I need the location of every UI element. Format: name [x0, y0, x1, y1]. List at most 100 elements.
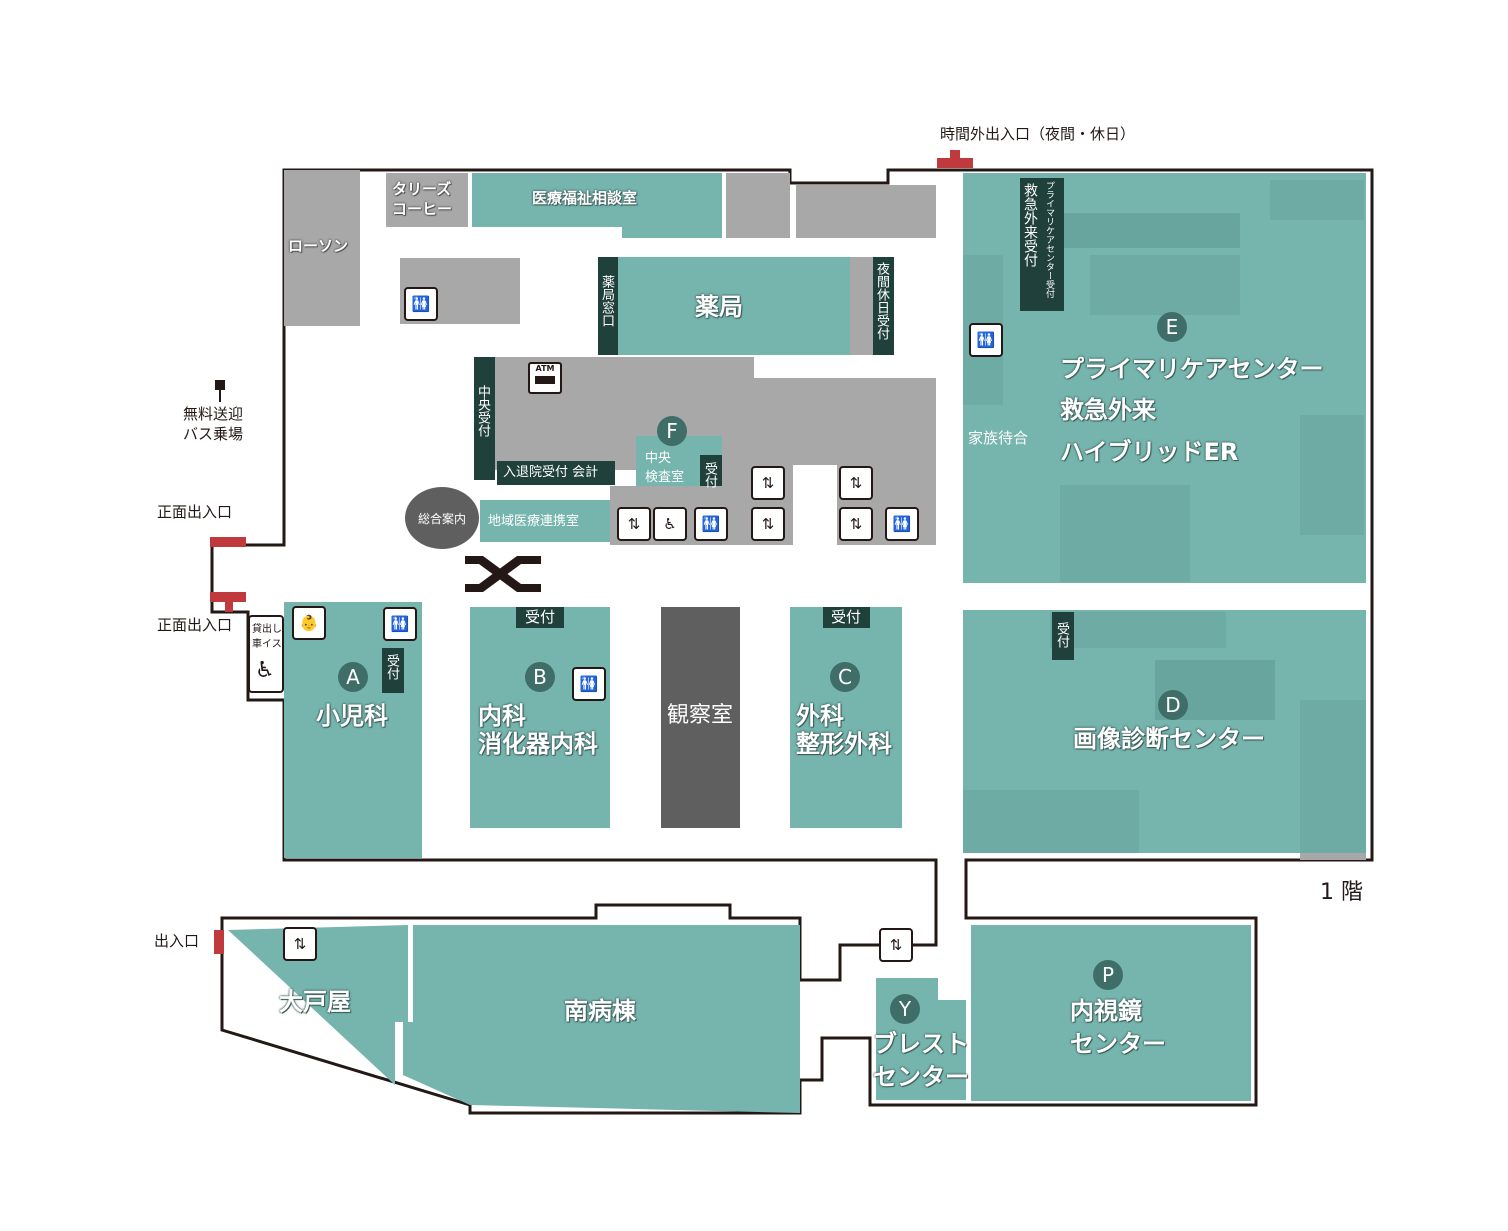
elevator-icon: ⇅: [839, 507, 873, 541]
zone-d-name: 画像診断センター: [1073, 725, 1265, 753]
restroom-icon: 🚻: [383, 607, 417, 641]
welfare-consult-label: 医療福祉相談室: [532, 189, 638, 207]
emergency-tag: [1020, 178, 1064, 311]
wheelchair-rental-box: [248, 615, 284, 693]
main-entrance-label-2: 正面出入口: [157, 616, 233, 634]
floor-label: 1 階: [1320, 880, 1363, 905]
family-waiting-label: 家族待合: [968, 429, 1029, 447]
info-desk-label: 総合案内: [417, 511, 466, 526]
zone-b-name-2: 消化器内科: [478, 730, 598, 758]
zone-y-name-2: センター: [873, 1063, 969, 1091]
lab-reception-label: 受付: [702, 462, 717, 488]
night-holiday-tag: [873, 257, 894, 355]
zone-a-name: 小児科: [316, 702, 388, 730]
zone-c-name-2: 整形外科: [796, 730, 892, 758]
observation-label: 観察室: [667, 703, 734, 728]
baby-icon: 👶: [292, 606, 326, 640]
restroom-icon: 🚻: [572, 667, 606, 701]
observation-area: [661, 607, 740, 828]
bus-stop-icon: [215, 380, 225, 390]
oedoya-area: [228, 925, 408, 1085]
wheelchair-icon: ♿: [653, 507, 687, 541]
zone-c-reception-label: 受付: [831, 608, 862, 626]
service-room-2: [796, 185, 936, 238]
zone-e-name-2: 救急外来: [1060, 396, 1156, 424]
south-ward-area: [403, 925, 800, 1113]
service-room-1: [726, 173, 790, 238]
zone-d-reception-label: 受付: [1054, 622, 1069, 648]
zone-y-name-1: ブレスト: [873, 1030, 969, 1058]
elevator-icon: ⇅: [283, 927, 317, 961]
zone-p-name-2: センター: [1070, 1030, 1166, 1058]
zone-e-badge: E: [1157, 312, 1187, 342]
regional-liaison-label: 地域医療連携室: [488, 514, 580, 529]
zone-b-badge: B: [525, 662, 555, 692]
atm-icon[interactable]: ATM: [528, 362, 562, 394]
elevator-icon: ⇅: [617, 507, 651, 541]
pharmacy-label: 薬局: [695, 293, 743, 321]
restroom-icon: 🚻: [404, 287, 438, 321]
zone-y-badge: Y: [890, 994, 920, 1024]
welfare-consult-area-ext: [622, 220, 722, 238]
zone-b-reception-label: 受付: [525, 608, 556, 626]
zone-f-badge: F: [657, 416, 687, 446]
night-holiday-label: 夜間休日受付: [874, 262, 889, 340]
elevator-icon: ⇅: [751, 466, 785, 500]
zone-a-area: [284, 602, 422, 858]
zone-c-name-1: 外科: [796, 702, 844, 730]
regional-liaison-area: [480, 500, 610, 542]
elevator-icon: ⇅: [879, 928, 913, 962]
zone-e-name-1: プライマリケアセンター: [1060, 355, 1324, 383]
tullys-label-2: コーヒー: [392, 200, 453, 218]
zone-y-area: [876, 1000, 966, 1100]
zone-e-name-3: ハイブリッドER: [1060, 438, 1239, 466]
restroom-icon: 🚻: [885, 507, 919, 541]
wheelchair-rental-label-2: 車イス: [252, 639, 282, 650]
south-entrance-label: 出入口: [154, 932, 200, 950]
welfare-consult-area: [472, 173, 722, 227]
admission-tag: [497, 461, 615, 485]
bus-stop-label-2: バス乗場: [183, 425, 244, 443]
after-hours-entrance-label: 時間外出入口（夜間・休日）: [940, 125, 1136, 143]
zone-c-area: [790, 607, 902, 828]
central-lab-label-1: 中央: [645, 451, 672, 466]
escalator-icon: [465, 556, 541, 592]
restroom-icon: 🚻: [694, 507, 728, 541]
zone-d-reception-tag: [1052, 612, 1074, 660]
tullys-area: [386, 173, 468, 227]
oedoya-label: 大戸屋: [279, 988, 351, 1016]
restroom-icon: 🚻: [969, 323, 1003, 357]
zone-a-badge: A: [338, 662, 368, 692]
pharmacy-area: [600, 257, 850, 355]
info-desk[interactable]: 総合案内: [405, 487, 479, 549]
pharmacy-window-label: 薬局窓口: [599, 275, 614, 327]
main-entrance-label-1: 正面出入口: [157, 503, 233, 521]
wheelchair-icon[interactable]: ♿: [255, 658, 275, 683]
south-entrance-marker: [214, 930, 224, 954]
lawson-area: [284, 170, 360, 326]
admission-label: 入退院受付 会計: [503, 465, 599, 480]
zone-a-reception-tag: [382, 648, 404, 693]
zone-c-reception-tag: [823, 607, 870, 628]
zone-p-name-1: 内視鏡: [1070, 997, 1142, 1025]
bus-stop-label-1: 無料送迎: [183, 405, 244, 423]
zone-c-badge: C: [830, 662, 860, 692]
central-reception-label: 中央受付: [475, 385, 490, 437]
zone-b-reception-tag: [516, 607, 564, 628]
central-lab-label-2: 検査室: [645, 470, 685, 485]
primary-care-reception-label: プライマリケアセンター受付: [1044, 181, 1054, 298]
tullys-label-1: タリーズ: [392, 180, 452, 198]
elevator-icon: ⇅: [839, 466, 873, 500]
lawson-label: ローソン: [288, 237, 349, 255]
zone-b-area: [470, 607, 610, 828]
zone-b-name-1: 内科: [478, 702, 526, 730]
zone-p-badge: P: [1093, 960, 1123, 990]
zone-p-area: [971, 925, 1251, 1101]
after-hours-entrance-marker: [937, 158, 973, 168]
zone-d-badge: D: [1158, 690, 1188, 720]
zone-a-reception-label: 受付: [384, 654, 399, 680]
central-reception-tag: [474, 357, 495, 480]
emergency-reception-label: 救急外来受付: [1022, 183, 1038, 267]
south-ward-label: 南病棟: [564, 997, 636, 1025]
